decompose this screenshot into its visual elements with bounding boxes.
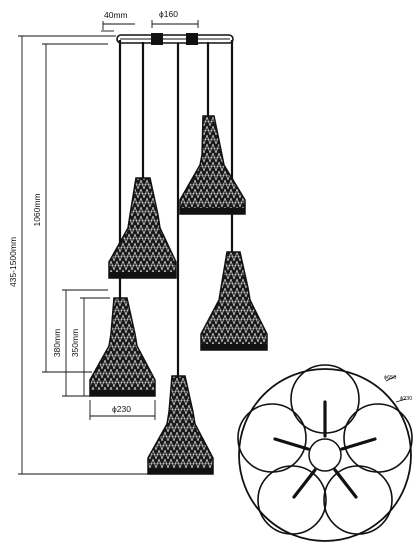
dim-total-height: 435-1500mm (8, 237, 18, 287)
pendant-shade-3 (200, 251, 268, 351)
plan-shade-diameter: ϕ230 (400, 396, 412, 402)
dim-shade-height-inner: 350mm (70, 329, 80, 357)
plan-shade-circle (237, 403, 307, 473)
plan-view (237, 364, 413, 542)
pendant-shade-4 (89, 297, 156, 397)
dim-shade-height-outer: 380mm (52, 329, 62, 357)
plan-shade-circle (323, 465, 393, 535)
dim-shade-diameter: ϕ230 (112, 404, 131, 414)
dimension-lines (18, 20, 199, 475)
ceiling-canopy (116, 33, 234, 45)
plan-shade-circle (343, 403, 413, 473)
pendant-shade-5 (147, 375, 214, 475)
plan-center-circle (308, 438, 342, 472)
plan-arms (273, 400, 377, 499)
dim-cable-length: 1060mm (32, 193, 42, 226)
dim-canopy-diameter: ϕ160 (159, 9, 178, 19)
plan-outer-diameter: ϕ650 (384, 375, 396, 381)
pendant-shade-2 (108, 177, 177, 279)
pendant-shade-1 (179, 115, 246, 215)
dim-canopy-offset: 40mm (104, 10, 128, 20)
plan-shade-circle (257, 465, 327, 535)
plan-outer-circle (238, 368, 412, 542)
